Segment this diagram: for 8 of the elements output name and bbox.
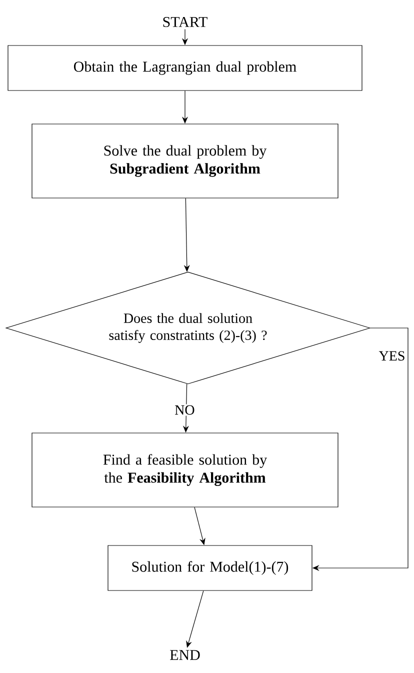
process-box: Obtain the Lagrangian dual problem	[8, 45, 362, 91]
terminal-label: END	[170, 650, 200, 660]
terminal-label: START	[163, 16, 208, 28]
process-box: Find a feasible solution by the Feasibility Algorithm	[32, 432, 338, 508]
edge-label: NO	[174, 404, 196, 416]
edge-label: YES	[378, 350, 406, 362]
process-box: Solution for Model(1)-(7)	[108, 545, 312, 591]
process-box: Solve the dual problem by Subgradient Algorithm	[32, 124, 338, 198]
